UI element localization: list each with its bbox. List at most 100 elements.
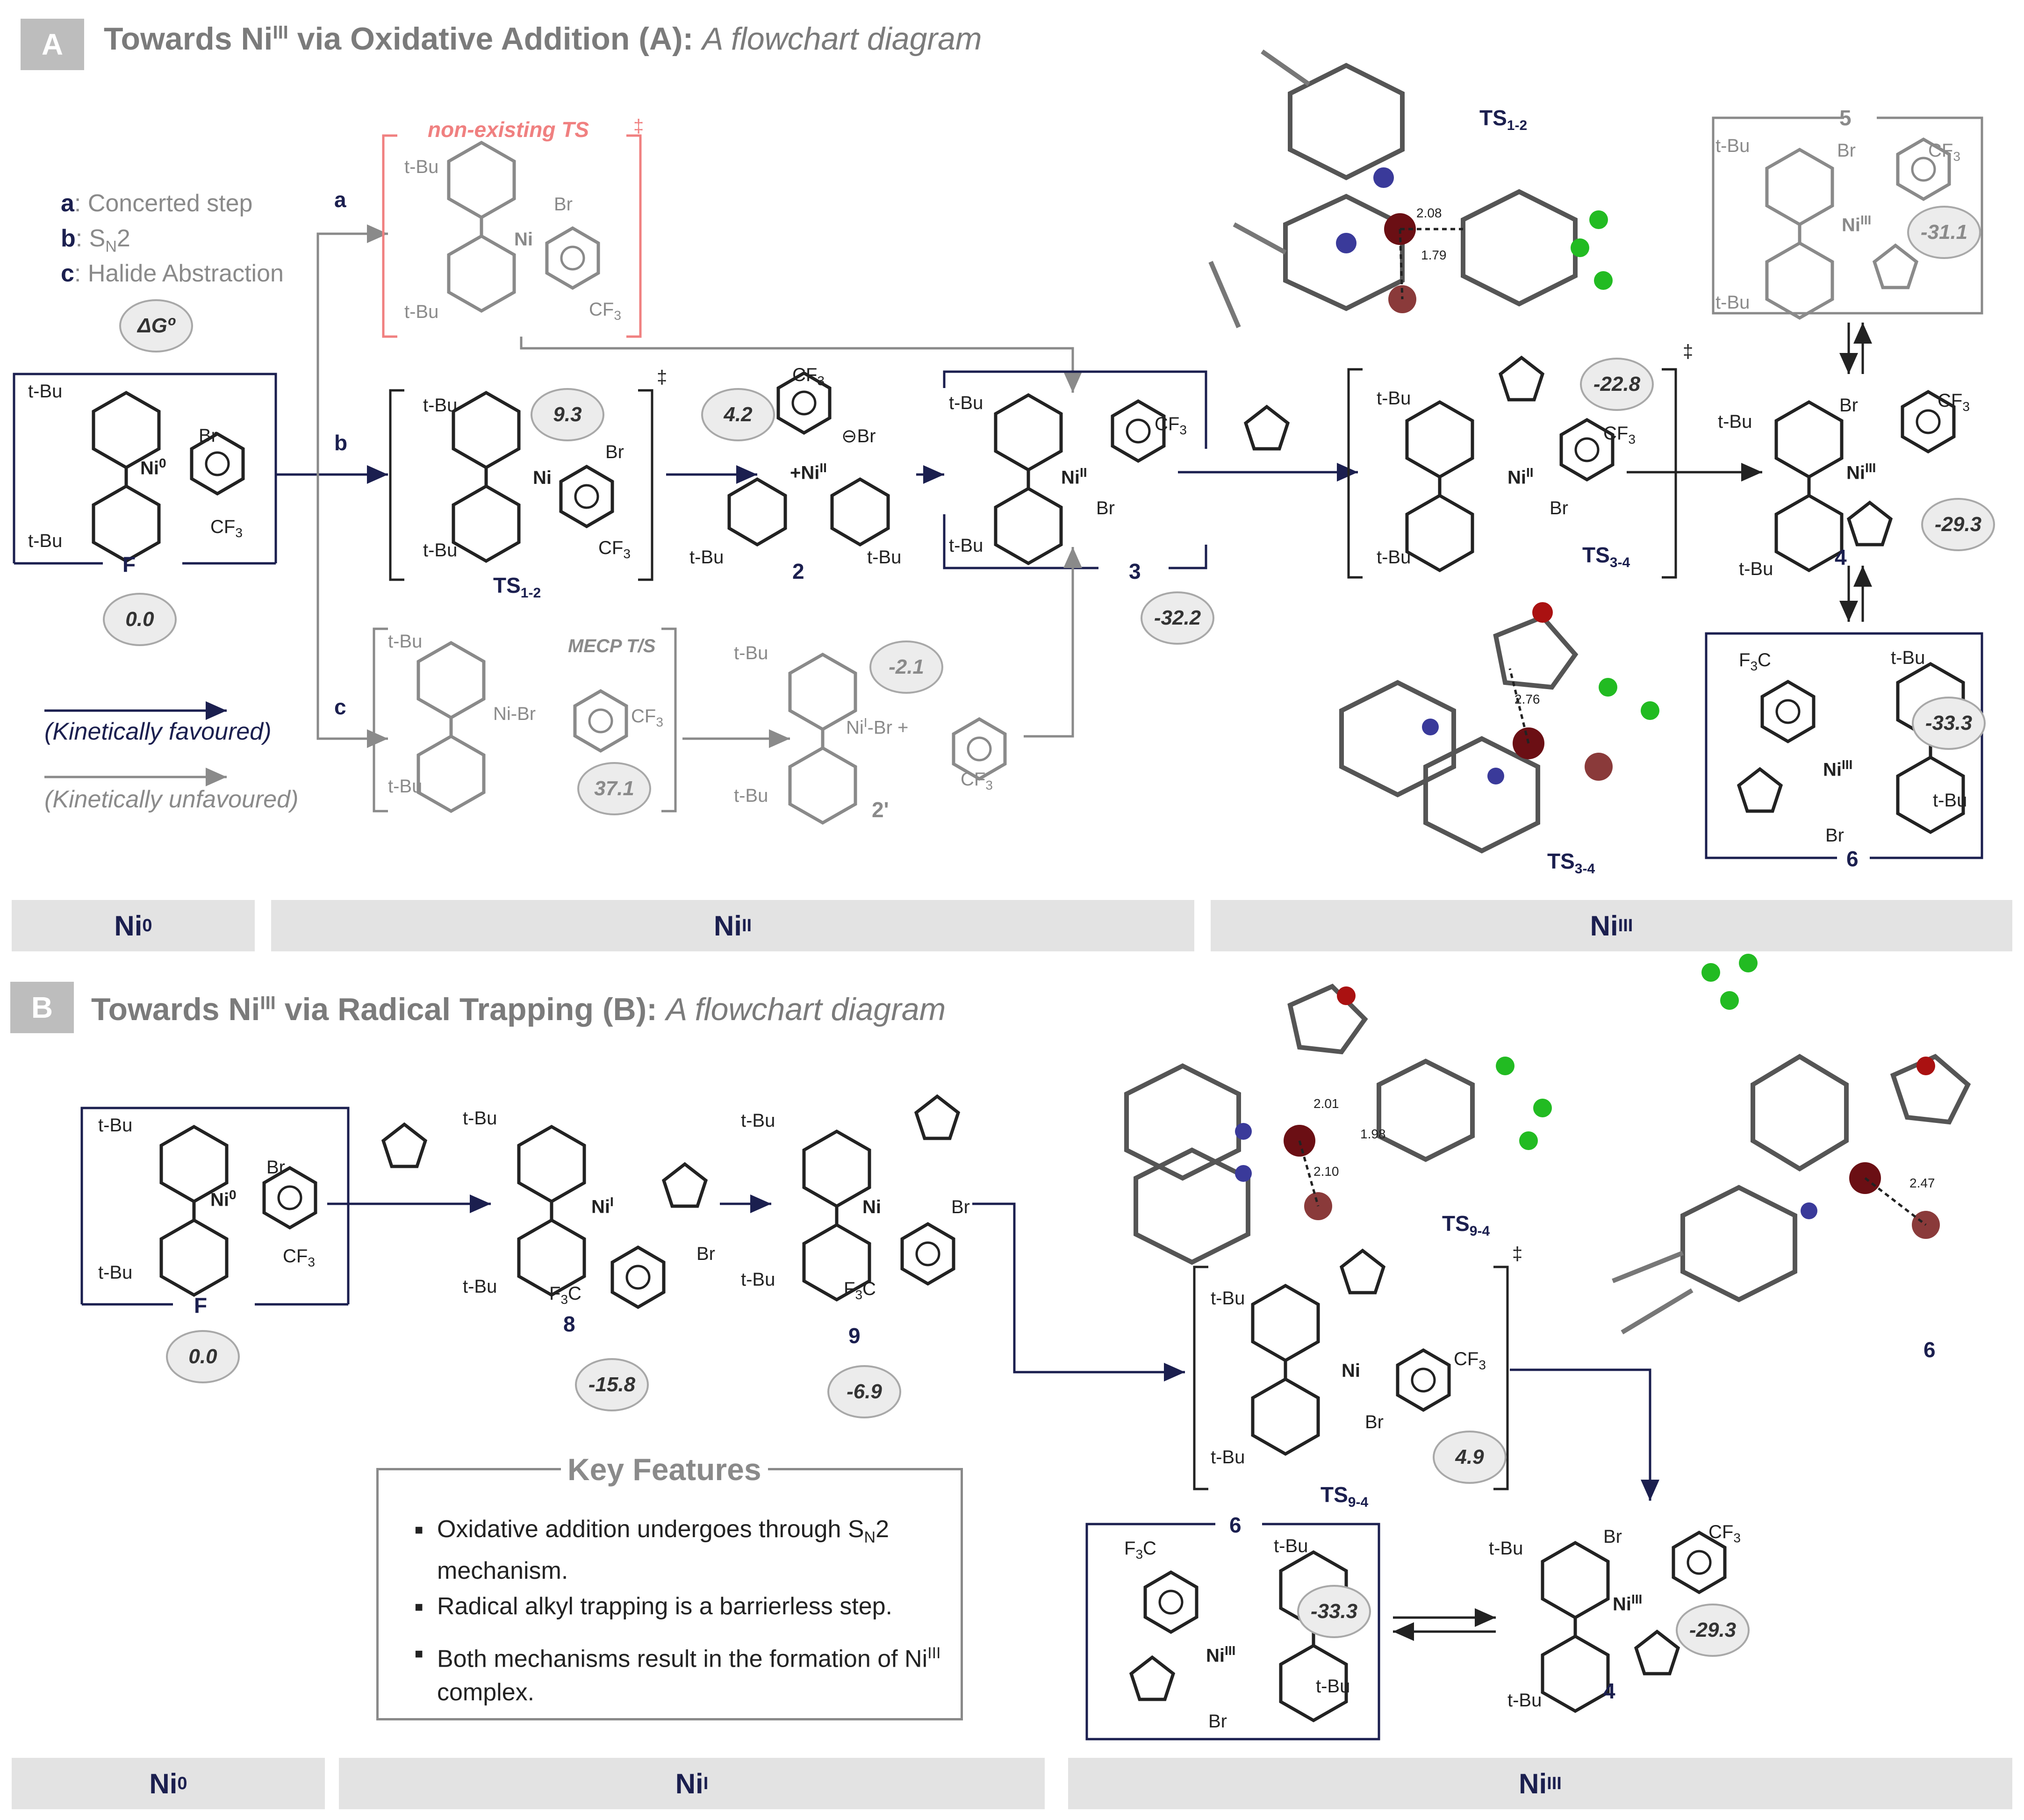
non-existing-ts-label: non-existing TS bbox=[428, 117, 589, 142]
c5-label: 5 bbox=[1839, 106, 1852, 130]
box-F-a bbox=[13, 373, 277, 565]
energy-4: -29.3 bbox=[1921, 498, 1995, 551]
F-br: Br bbox=[199, 425, 217, 446]
ts34-br: Br bbox=[1550, 498, 1568, 518]
pathway-b-label: b bbox=[334, 431, 348, 455]
a-cf3: CF3 bbox=[589, 299, 621, 323]
c4-br: Br bbox=[1839, 395, 1858, 416]
c2-bromide: ⊖Br bbox=[841, 426, 876, 446]
c9-ni: Ni bbox=[862, 1197, 881, 1217]
c2p-tbu-top: t-Bu bbox=[734, 643, 768, 663]
c3-tbu-top: t-Bu bbox=[949, 393, 983, 413]
Fb-cf3: CF3 bbox=[283, 1246, 315, 1269]
c4b-tbu-bottom: t-Bu bbox=[1507, 1690, 1542, 1711]
energy-2p: -2.1 bbox=[869, 640, 943, 694]
a-br: Br bbox=[554, 194, 573, 215]
branch-lines-a bbox=[276, 224, 388, 748]
non-existing-ts-dagger: ‡ bbox=[633, 116, 644, 137]
key-features-title: Key Features bbox=[561, 1452, 768, 1487]
c9-tbu-bottom: t-Bu bbox=[741, 1269, 775, 1290]
c3-br: Br bbox=[1096, 498, 1115, 518]
c6-tbu-top: t-Bu bbox=[1891, 647, 1925, 668]
energy-9: -6.9 bbox=[827, 1365, 901, 1418]
ts12-bond-b: 1.79 bbox=[1421, 248, 1447, 262]
c3-ni: NiII bbox=[1061, 465, 1087, 488]
a-tbu-bottom: t-Bu bbox=[404, 302, 439, 322]
section-a-tag: A bbox=[21, 19, 84, 70]
ts94-br: Br bbox=[1365, 1412, 1384, 1432]
c6-bond: 2.47 bbox=[1909, 1176, 1935, 1190]
energy-mecp: 37.1 bbox=[577, 762, 651, 815]
box-F-b bbox=[80, 1107, 350, 1306]
mecp-bracket bbox=[373, 627, 677, 813]
c2-tbu-left: t-Bu bbox=[689, 547, 724, 568]
box-6-a bbox=[1705, 632, 1983, 859]
c4b-br: Br bbox=[1603, 1526, 1622, 1547]
c8-f3c: F3C bbox=[549, 1283, 581, 1307]
c5-tbu-top: t-Bu bbox=[1715, 136, 1750, 156]
F-cf3: CF3 bbox=[210, 517, 243, 540]
c3-cf3: CF3 bbox=[1155, 414, 1187, 437]
c6b-f3c: F3C bbox=[1124, 1538, 1156, 1561]
legend-c: c: Halide Abstraction bbox=[61, 260, 284, 287]
pathway-a-label: a bbox=[334, 187, 346, 212]
section-a-title: Towards NiIII via Oxidative Addition (A)… bbox=[104, 21, 982, 57]
ts34-label: TS3-4 bbox=[1582, 543, 1630, 571]
c9-br: Br bbox=[951, 1197, 970, 1217]
c4-label-b: 4 bbox=[1603, 1679, 1615, 1703]
ts12-3d-structure bbox=[1208, 49, 1613, 328]
ts12-cf3: CF3 bbox=[598, 538, 631, 561]
F-ni: Ni0 bbox=[140, 456, 166, 479]
legend-a: a: Concerted step bbox=[61, 190, 253, 217]
c4b-cf3: CF3 bbox=[1708, 1522, 1741, 1545]
ts94-bracket bbox=[1193, 1266, 1509, 1490]
c4b-tbu-top: t-Bu bbox=[1489, 1538, 1523, 1559]
a-ni: Ni bbox=[514, 229, 533, 250]
ts34-bond: 2.76 bbox=[1514, 692, 1540, 706]
c6-3d-structure bbox=[1612, 954, 1971, 1335]
energy-ts34: -22.8 bbox=[1580, 358, 1654, 411]
Fb-ni: Ni0 bbox=[210, 1187, 237, 1210]
energy-F-b: 0.0 bbox=[166, 1330, 240, 1383]
ts94-ni: Ni bbox=[1342, 1360, 1360, 1381]
key-feature-2: Radical alkyl trapping is a barrierless … bbox=[415, 1590, 942, 1624]
c5-ni: NiIII bbox=[1842, 213, 1872, 236]
c2-cf3: CF3 bbox=[792, 365, 825, 388]
ts34-cf3: CF3 bbox=[1603, 423, 1636, 446]
energy-4-b: -29.3 bbox=[1676, 1604, 1750, 1657]
ts34-dagger: ‡ bbox=[1683, 341, 1694, 362]
box-5 bbox=[1712, 116, 1983, 315]
c9-f3c: F3C bbox=[844, 1279, 876, 1302]
ts12-tbu-bottom: t-Bu bbox=[423, 540, 458, 561]
ts12-label: TS1-2 bbox=[493, 573, 541, 601]
energy-2: 4.2 bbox=[701, 388, 775, 441]
F-label-b: F bbox=[194, 1293, 208, 1317]
key-feature-1: Oxidative addition undergoes through SN2… bbox=[415, 1512, 942, 1588]
ts34-tbu-bottom: t-Bu bbox=[1377, 547, 1411, 568]
c3-tbu-bottom: t-Bu bbox=[949, 535, 983, 556]
ts94-bond-a: 2.01 bbox=[1313, 1096, 1339, 1111]
energy-8: -15.8 bbox=[575, 1358, 649, 1411]
c5-cf3: CF3 bbox=[1928, 140, 1960, 164]
mecp-cf3: CF3 bbox=[631, 706, 663, 729]
c4-cf3: CF3 bbox=[1938, 390, 1970, 414]
energy-ts94: 4.9 bbox=[1433, 1431, 1507, 1484]
non-existing-ts-bracket bbox=[382, 134, 642, 338]
kinetically-favoured-label: (Kinetically favoured) bbox=[44, 718, 272, 745]
energy-ts12: 9.3 bbox=[531, 388, 604, 441]
legend-b: b: SN2 bbox=[61, 225, 130, 256]
c3-label: 3 bbox=[1129, 559, 1141, 583]
section-b-tag: B bbox=[10, 982, 74, 1033]
ts94-tbu-bottom: t-Bu bbox=[1211, 1447, 1245, 1468]
c6-tbu-right: t-Bu bbox=[1933, 790, 1967, 811]
c8-ni: NiI bbox=[591, 1194, 614, 1217]
ts94-bond-c: 2.10 bbox=[1313, 1164, 1339, 1179]
ts12-3d-label: TS1-2 bbox=[1479, 106, 1528, 134]
c6-br: Br bbox=[1825, 825, 1844, 846]
legend-dg-badge: ΔGº bbox=[119, 299, 193, 352]
